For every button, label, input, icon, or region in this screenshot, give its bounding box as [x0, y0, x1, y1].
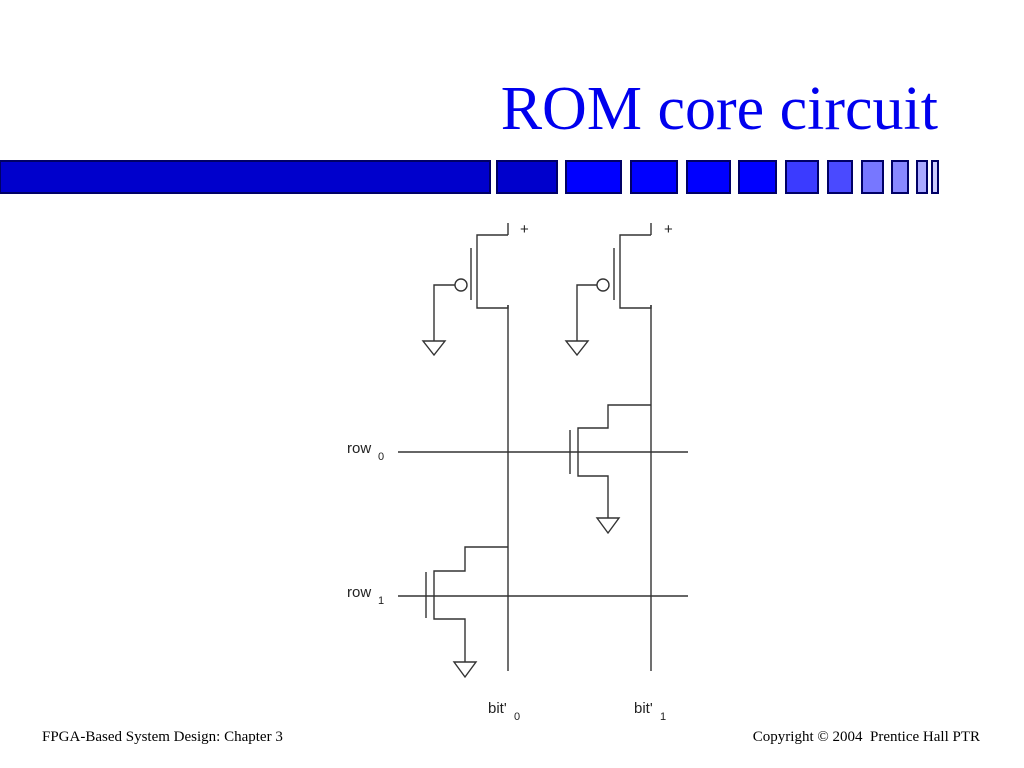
bar-block — [565, 160, 622, 194]
bar-block — [916, 160, 928, 194]
row-label-0: row — [347, 440, 371, 457]
row-label-0-index: 0 — [378, 451, 384, 463]
bar-block — [785, 160, 819, 194]
footer-copyright: Copyright © 2004 Prentice Hall PTR — [752, 729, 980, 745]
supply-plus-1: + — [664, 221, 673, 238]
bar-block — [891, 160, 909, 194]
bar-block — [686, 160, 731, 194]
bar-block — [496, 160, 558, 194]
pullup-pmos-0 — [421, 223, 509, 357]
bar-block — [827, 160, 853, 194]
bit-label-1: bit' — [634, 700, 653, 717]
bar-block — [738, 160, 777, 194]
pullup-pmos-1 — [564, 223, 652, 357]
supply-plus-0: + — [520, 221, 529, 238]
bit-label-1-index: 1 — [660, 711, 666, 723]
footer-chapter: FPGA-Based System Design: Chapter 3 — [42, 729, 283, 745]
bar-block — [630, 160, 678, 194]
bit-label-0-index: 0 — [514, 711, 520, 723]
row-label-1-index: 1 — [378, 595, 384, 607]
nmos-row1-bit0 — [425, 546, 508, 679]
bar-block-long — [0, 160, 491, 194]
row-label-1: row — [347, 584, 371, 601]
bar-block — [931, 160, 939, 194]
slide-title: ROM core circuit — [500, 75, 938, 143]
nmos-row0-bit1 — [569, 404, 651, 535]
bar-block — [861, 160, 884, 194]
bit-label-0: bit' — [488, 700, 507, 717]
